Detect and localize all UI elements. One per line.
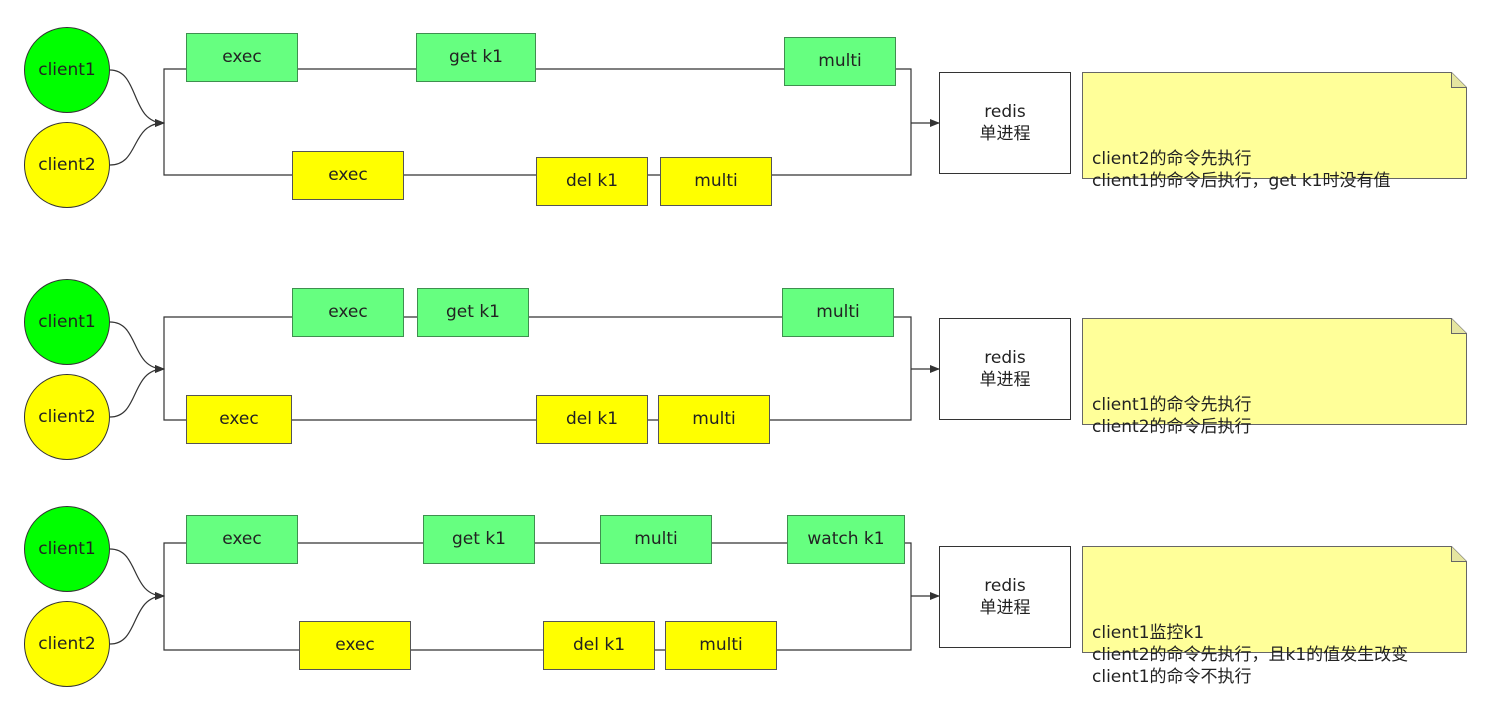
client2-label: client2 — [38, 154, 96, 175]
cmd-label: exec — [328, 165, 368, 186]
client1-node: client1 — [24, 27, 110, 113]
redis-label: redis — [984, 575, 1026, 596]
cmd-label: del k1 — [565, 409, 619, 430]
command-bus — [163, 68, 912, 176]
client1-curve — [109, 548, 165, 600]
cmd-label: exec — [222, 47, 262, 68]
client1-cmd-get-k1: get k1 — [423, 515, 535, 564]
client1-cmd-watch-k1: watch k1 — [787, 515, 905, 564]
client2-node: client2 — [24, 122, 110, 208]
redis-box: redis 单进程 — [939, 72, 1071, 174]
client2-label: client2 — [38, 633, 96, 654]
redis-label: redis — [984, 101, 1026, 122]
note-shape — [1082, 546, 1467, 653]
client2-cmd-exec: exec — [299, 621, 411, 670]
note: client2的命令先执行 client1的命令后执行，get k1时没有值 — [1082, 72, 1467, 191]
cmd-label: exec — [222, 529, 262, 550]
cmd-label: multi — [699, 635, 743, 656]
note: client1监控k1 client2的命令先执行，且k1的值发生改变 clie… — [1082, 546, 1467, 687]
cmd-label: get k1 — [446, 302, 500, 323]
redis-box: redis 单进程 — [939, 546, 1071, 648]
client1-cmd-multi: multi — [784, 37, 896, 86]
client2-cmd-del-k1: del k1 — [543, 621, 655, 670]
client2-cmd-exec: exec — [292, 151, 404, 200]
client2-cmd-multi: multi — [660, 157, 772, 206]
cmd-label: exec — [328, 302, 368, 323]
client2-cmd-del-k1: del k1 — [536, 157, 648, 206]
cmd-label: multi — [816, 302, 860, 323]
note-text: client1的命令先执行 client2的命令后执行 — [1092, 395, 1252, 438]
cmd-label: multi — [694, 171, 738, 192]
client2-cmd-del-k1: del k1 — [536, 395, 648, 444]
client2-cmd-multi: multi — [665, 621, 777, 670]
note-shape — [1082, 72, 1467, 179]
redis-label: redis — [984, 347, 1026, 368]
redis-sublabel: 单进程 — [979, 598, 1031, 618]
client1-cmd-get-k1: get k1 — [416, 33, 536, 82]
client1-curve — [109, 69, 165, 127]
cmd-label: del k1 — [565, 171, 619, 192]
client1-cmd-exec: exec — [292, 288, 404, 337]
cmd-label: del k1 — [572, 635, 626, 656]
cmd-label: get k1 — [452, 529, 506, 550]
cmd-label: multi — [692, 409, 736, 430]
client1-cmd-multi: multi — [600, 515, 712, 564]
note-shape — [1082, 318, 1467, 425]
client1-label: client1 — [38, 538, 96, 559]
client2-curve — [109, 365, 165, 418]
redis-sublabel: 单进程 — [979, 124, 1031, 144]
client1-node: client1 — [24, 279, 110, 365]
cmd-label: exec — [335, 635, 375, 656]
cmd-label: multi — [634, 529, 678, 550]
client2-cmd-exec: exec — [186, 395, 292, 444]
client1-cmd-exec: exec — [186, 515, 298, 564]
redis-box: redis 单进程 — [939, 318, 1071, 420]
client1-label: client1 — [38, 311, 96, 332]
cmd-label: watch k1 — [807, 529, 885, 550]
client1-cmd-multi: multi — [782, 288, 894, 337]
client1-node: client1 — [24, 506, 110, 592]
client2-node: client2 — [24, 374, 110, 460]
note-text: client2的命令先执行 client1的命令后执行，get k1时没有值 — [1092, 149, 1391, 192]
redis-sublabel: 单进程 — [979, 370, 1031, 390]
client1-cmd-exec: exec — [186, 33, 298, 82]
client2-label: client2 — [38, 406, 96, 427]
note-text: client1监控k1 client2的命令先执行，且k1的值发生改变 clie… — [1092, 623, 1409, 688]
cmd-label: exec — [219, 409, 259, 430]
note: client1的命令先执行 client2的命令后执行 — [1082, 318, 1467, 437]
client2-node: client2 — [24, 601, 110, 687]
cmd-label: get k1 — [449, 47, 503, 68]
client2-curve — [109, 119, 165, 166]
client2-curve — [109, 592, 165, 645]
client1-cmd-get-k1: get k1 — [417, 288, 529, 337]
client1-curve — [109, 321, 165, 373]
client1-label: client1 — [38, 59, 96, 80]
client2-cmd-multi: multi — [658, 395, 770, 444]
cmd-label: multi — [818, 51, 862, 72]
